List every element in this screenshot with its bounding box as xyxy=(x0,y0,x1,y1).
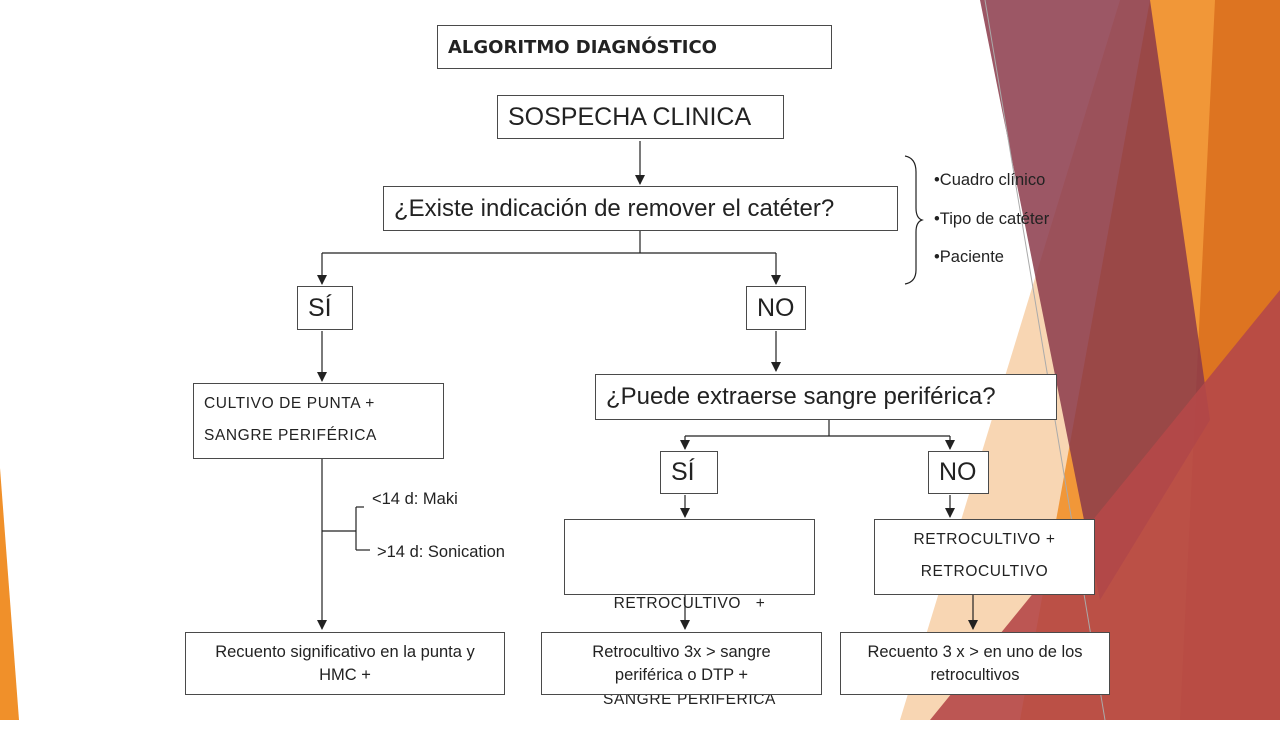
q2-no-step-box: RETROCULTIVO + RETROCULTIVO xyxy=(874,519,1095,595)
left-orange-wedge xyxy=(0,468,19,720)
q2-yes-step-line: SANGRE PERIFÉRICA xyxy=(603,691,776,708)
question-peripheral-blood: ¿Puede extraerse sangre periférica? xyxy=(595,374,1057,420)
factor-item: •Tipo de catéter xyxy=(934,209,1050,228)
yes-step-box: CULTIVO DE PUNTA + SANGRE PERIFÉRICA xyxy=(193,383,444,459)
red-band xyxy=(930,290,1280,720)
question-remove-catheter: ¿Existe indicación de remover el catéter… xyxy=(383,186,898,231)
connectors xyxy=(317,141,978,630)
branch-no: NO xyxy=(746,286,806,330)
yes-step-line: SANGRE PERIFÉRICA xyxy=(204,427,377,444)
factor-item: •Paciente xyxy=(934,248,1004,266)
q2-no-step-line: RETROCULTIVO xyxy=(920,563,1049,580)
q2-yes-result-box: Retrocultivo 3x > sangre periférica o DT… xyxy=(541,632,822,695)
factor-list: •Cuadro clínico •Tipo de catéter •Pacien… xyxy=(934,171,1049,287)
branch-yes: SÍ xyxy=(297,286,353,330)
thin-deco-line xyxy=(984,0,1106,720)
q2-branch-yes: SÍ xyxy=(660,451,718,494)
method-long: >14 d: Sonication xyxy=(377,543,505,561)
diagram-title: ALGORITMO DIAGNÓSTICO xyxy=(437,25,832,69)
yes-step-line: CULTIVO DE PUNTA + xyxy=(204,395,375,412)
method-short: <14 d: Maki xyxy=(372,490,458,508)
factor-item: •Cuadro clínico xyxy=(934,171,1046,189)
q2-yes-step-line: RETROCULTIVO + xyxy=(613,595,766,612)
q2-yes-step-box: RETROCULTIVO + SANGRE PERIFÉRICA xyxy=(564,519,815,708)
yes-result-box: Recuento significativo en la punta y HMC… xyxy=(185,632,505,695)
q2-no-step-line: RETROCULTIVO + xyxy=(913,531,1056,548)
q2-branch-no: NO xyxy=(928,451,989,494)
start-node: SOSPECHA CLINICA xyxy=(497,95,784,139)
factors-brace xyxy=(904,155,924,285)
q2-no-result-box: Recuento 3 x > en uno de los retrocultiv… xyxy=(840,632,1110,695)
